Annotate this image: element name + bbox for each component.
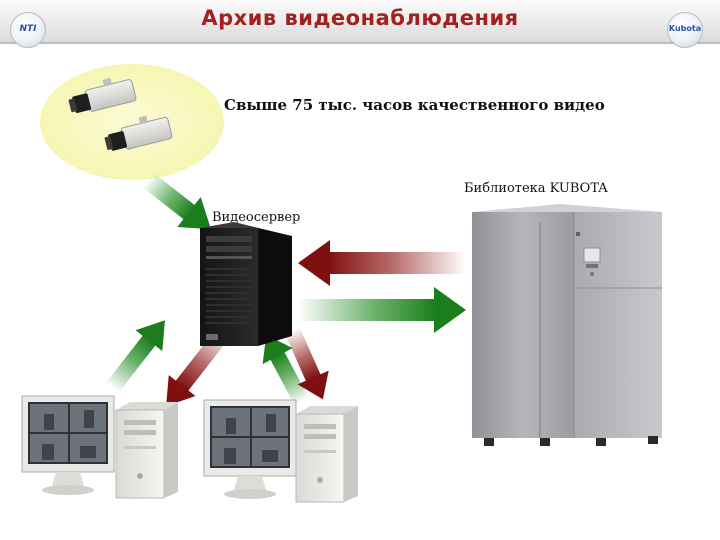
nti-logo-icon: NTI xyxy=(10,12,46,48)
camera-icon xyxy=(68,77,137,113)
monitor-icon xyxy=(203,399,297,499)
header-bar xyxy=(0,0,720,44)
kubota-logo-icon: Kubota xyxy=(667,12,703,48)
arrow-server-to-workstation2 xyxy=(284,326,329,400)
camera-icon xyxy=(104,115,173,151)
arrow-server-to-library xyxy=(298,287,466,333)
arrow-workstation1-to-server xyxy=(105,320,165,393)
library-label: Библиотека KUBOTA xyxy=(464,181,608,196)
nti-logo-text: NTI xyxy=(19,24,37,34)
arrow-cameras-to-server xyxy=(142,172,212,230)
workstation-tower-icon xyxy=(115,402,178,499)
kubota-logo-text: Kubota xyxy=(668,24,702,33)
tape-library-icon xyxy=(472,204,662,446)
arrow-library-to-server xyxy=(298,240,466,286)
workstation-1 xyxy=(21,395,178,499)
workstation-2 xyxy=(203,399,358,503)
archive-hours-label: Свыше 75 тыс. часов качественного видео xyxy=(224,96,605,114)
page-title: Архив видеонаблюдения xyxy=(201,6,519,30)
workstation-tower-icon xyxy=(295,406,358,503)
server-label: Видеосервер xyxy=(212,210,301,225)
header: Архив видеонаблюдения NTI Kubota xyxy=(0,0,720,48)
monitor-icon xyxy=(21,395,115,495)
server-tower-icon xyxy=(200,222,292,346)
